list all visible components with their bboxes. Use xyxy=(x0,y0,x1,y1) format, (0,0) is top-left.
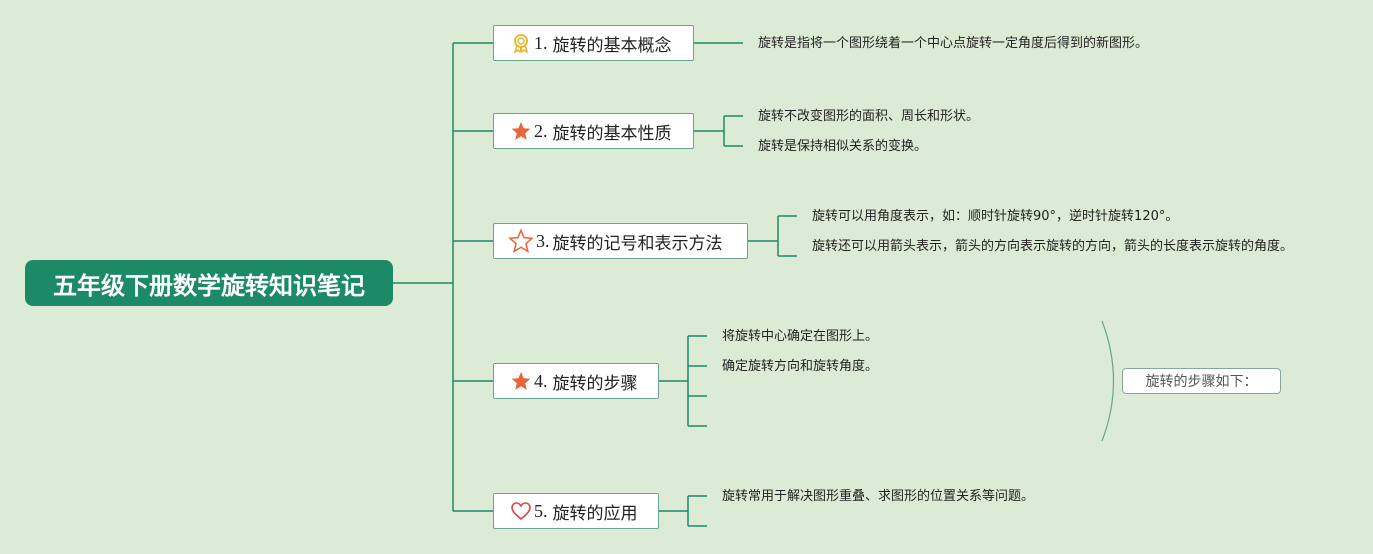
topic-label: 旋转的基本性质 xyxy=(552,123,672,144)
leaf-text: 旋转不改变图形的面积、周长和形状。 xyxy=(758,109,980,124)
topic-number: 1. xyxy=(534,32,548,53)
leaf-text: 旋转还可以用箭头表示，箭头的方向表示旋转的方向，箭头的长度表示旋转的角度。 xyxy=(812,239,1294,254)
leaf-text: 旋转常用于解决图形重叠、求图形的位置关系等问题。 xyxy=(722,489,1035,504)
topic-number: 3. xyxy=(536,230,550,251)
star-filled-icon xyxy=(510,370,532,392)
topic-1[interactable]: 1. 旋转的基本概念 xyxy=(493,25,694,61)
summary-callout[interactable]: 旋转的步骤如下： xyxy=(1122,368,1281,394)
topic-label: 旋转的应用 xyxy=(552,503,638,524)
root-topic[interactable]: 五年级下册数学旋转知识笔记 xyxy=(25,260,393,306)
award-ribbon-icon xyxy=(510,32,532,54)
star-filled-icon xyxy=(510,120,532,142)
leaf-connector xyxy=(748,215,797,257)
summary-label: 旋转的步骤如下： xyxy=(1145,374,1258,390)
topic-number: 5. xyxy=(534,500,548,521)
topic-number: 4. xyxy=(534,370,548,391)
leaf-text: 将旋转中心确定在图形上。 xyxy=(722,329,879,344)
summary-brace xyxy=(1101,320,1115,442)
topic-5[interactable]: 5. 旋转的应用 xyxy=(493,493,659,529)
topic-label: 旋转的记号和表示方法 xyxy=(552,233,723,254)
topic-2[interactable]: 2. 旋转的基本性质 xyxy=(493,113,694,149)
topic-number: 2. xyxy=(534,120,548,141)
leaf-text: 旋转是保持相似关系的变换。 xyxy=(758,139,928,154)
topic-4[interactable]: 4. 旋转的步骤 xyxy=(493,363,659,399)
leaf-text: 旋转是指将一个图形绕着一个中心点旋转一定角度后得到的新图形。 xyxy=(758,36,1149,51)
leaf-text: 确定旋转方向和旋转角度。 xyxy=(722,359,879,374)
leaf-connector xyxy=(659,335,707,427)
root-title: 五年级下册数学旋转知识笔记 xyxy=(53,271,365,300)
topic-label: 旋转的步骤 xyxy=(552,373,638,394)
leaf-connector xyxy=(694,115,743,147)
leaf-connector xyxy=(659,495,707,527)
star-outline-icon xyxy=(508,228,534,254)
leaf-text: 旋转可以用角度表示，如：顺时针旋转90°，逆时针旋转120°。 xyxy=(812,209,1179,224)
topic-3[interactable]: 3. 旋转的记号和表示方法 xyxy=(493,223,748,259)
heart-outline-icon xyxy=(510,500,532,522)
topic-label: 旋转的基本概念 xyxy=(552,35,672,56)
